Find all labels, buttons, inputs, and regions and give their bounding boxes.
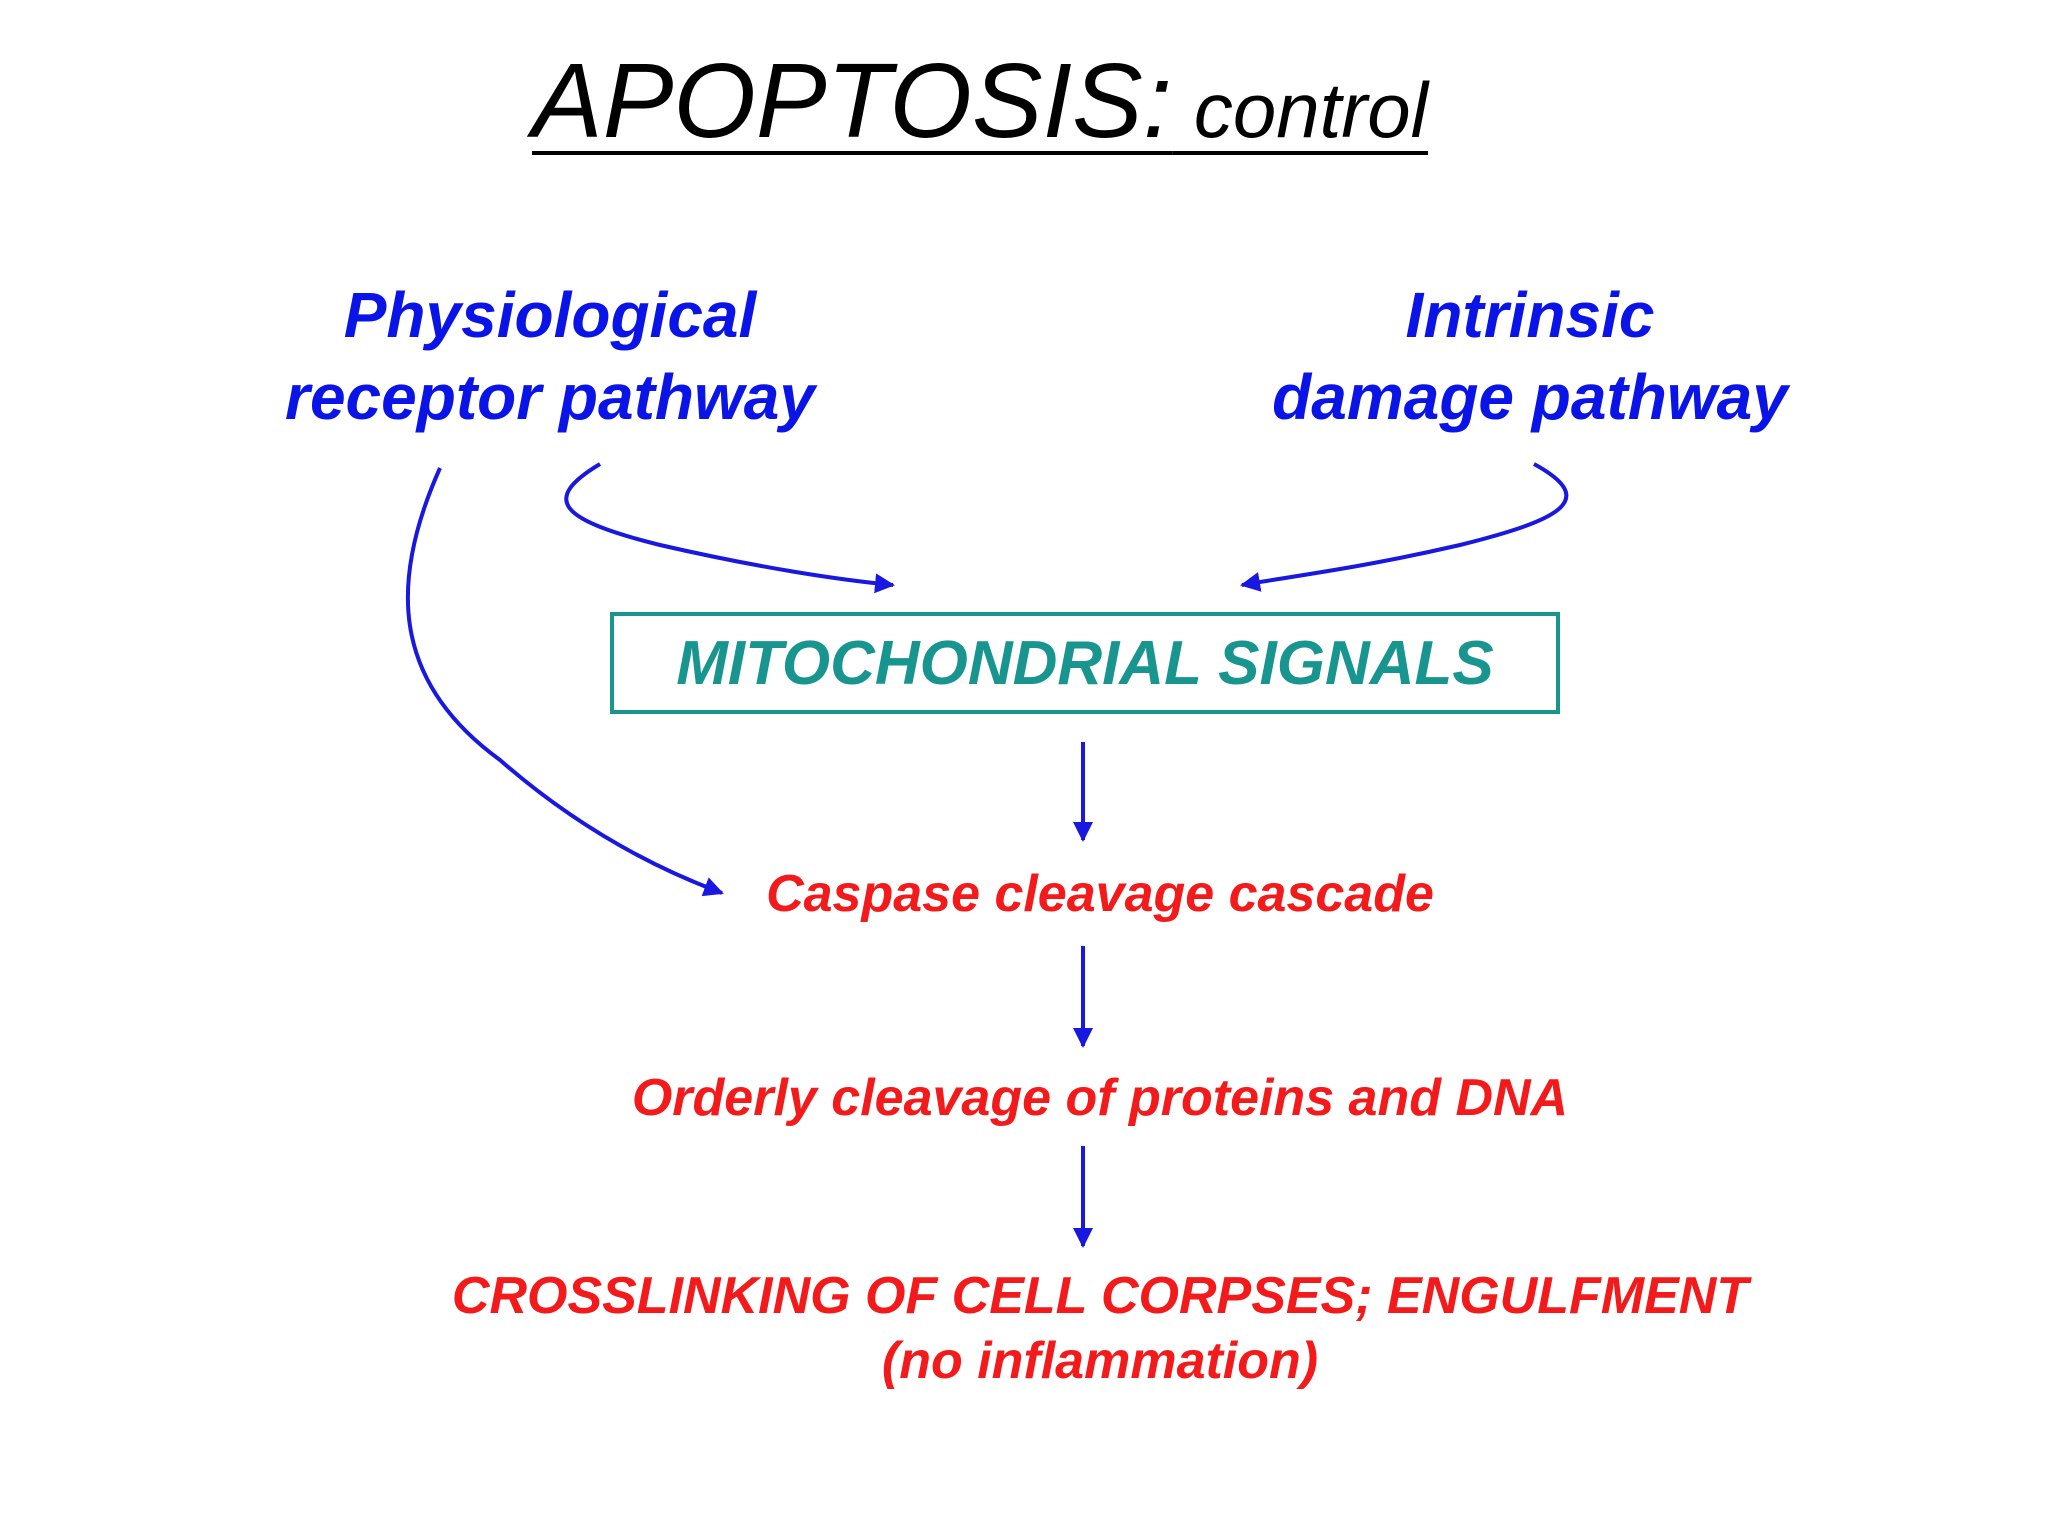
orderly-cleavage-step: Orderly cleavage of proteins and DNA xyxy=(631,1069,1569,1127)
crosslinking-line1: CROSSLINKING OF CELL CORPSES; ENGULFMENT xyxy=(451,1267,1749,1325)
right-pathway-line1: Intrinsic xyxy=(1405,279,1655,351)
mitochondrial-signals-label: MITOCHONDRIAL SIGNALS xyxy=(676,628,1494,698)
arrow-receptor-to-caspase xyxy=(405,467,724,897)
left-pathway-line1: Physiological xyxy=(343,279,757,351)
right-pathway-line2: damage pathway xyxy=(1272,361,1788,433)
title-sub: control xyxy=(1172,66,1428,154)
left-pathway-line2: receptor pathway xyxy=(285,361,815,433)
arrow-damage-to-mitochondria xyxy=(1240,462,1569,592)
crosslinking-engulfment-step: CROSSLINKING OF CELL CORPSES; ENGULFMENT… xyxy=(300,1264,1900,1394)
mitochondrial-signals-box: MITOCHONDRIAL SIGNALS xyxy=(610,612,1560,714)
intrinsic-damage-pathway: Intrinsic damage pathway xyxy=(1140,274,1920,438)
title-main: APOPTOSIS: xyxy=(532,42,1173,160)
caspase-cleavage-cascade: Caspase cleavage cascade xyxy=(766,865,1434,923)
physiological-receptor-pathway: Physiological receptor pathway xyxy=(160,274,940,438)
crosslinking-line2: (no inflammation) xyxy=(881,1332,1319,1390)
arrow-receptor-to-mitochondria xyxy=(564,462,895,594)
page-title: APOPTOSIS: control xyxy=(0,48,1960,154)
